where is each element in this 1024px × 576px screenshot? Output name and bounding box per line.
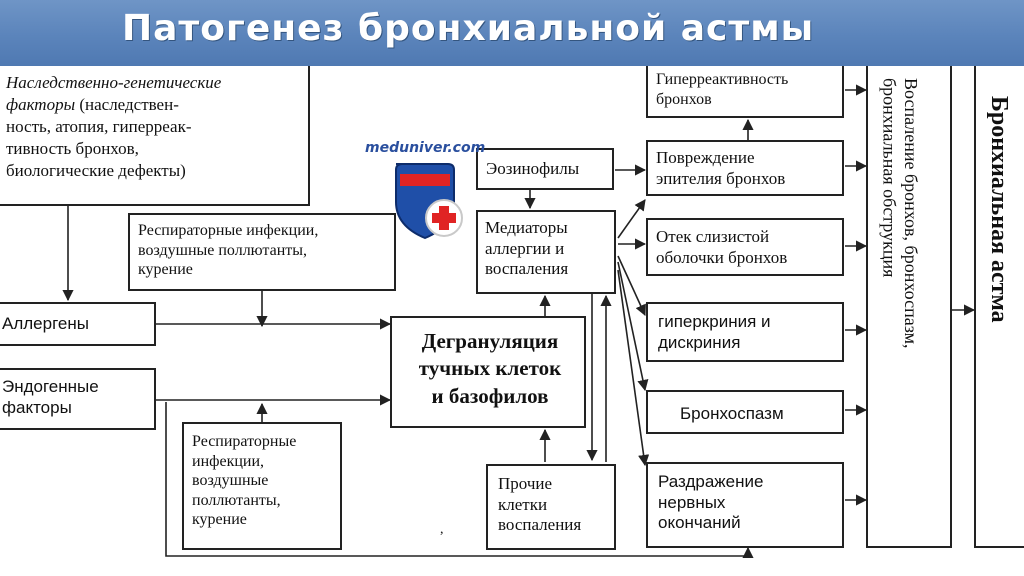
degranulation-label: Дегрануляция тучных клеток и базофилов [418,329,562,408]
nerve-irritation-label: Раздражение нервных окончаний [658,472,764,533]
arrow-med-hypercrinia [617,255,646,317]
asthma-label: Бронхиальная астма [985,96,1012,323]
other-cells-label: Прочие клетки воспаления [498,474,582,535]
mediators-label: Медиаторы аллергии и воспаления [485,218,569,279]
arrow-med-nerve [617,269,650,467]
asthma-box: Бронхиальная астма [974,66,1024,548]
arrow-loop-nerve [165,402,754,559]
endogenous-factors-box: Эндогенные факторы [0,368,156,430]
hypercrinia-label: гиперкриния и дискриния [658,312,771,352]
hereditary-factors-text: Наследственно-генетические факторы (насл… [6,72,221,182]
inflammation-summary-box: Воспаление бронхов, бронхоспазм, бронхиа… [866,66,952,548]
page-title: Патогенез бронхиальной астмы [122,8,815,49]
meduniver-logo-icon [395,163,463,240]
eosinophils-box: Эозинофилы [476,148,614,190]
bronchospasm-label: Бронхоспазм [680,404,784,423]
eosinophils-label: Эозинофилы [486,159,580,178]
resp-infections-bottom-label: Респираторные инфекции, воздушные поллют… [192,433,297,529]
endogenous-factors-label: Эндогенные факторы [2,377,99,417]
watermark-text: meduniver.com [365,140,486,156]
resp-infections-top-box: Респираторные инфекции, воздушные поллют… [128,213,396,291]
nerve-irritation-box: Раздражение нервных окончаний [646,462,844,548]
inflammation-summary-label: Воспаление бронхов, бронхоспазм, бронхиа… [879,78,922,349]
hyperreactivity-label: Гиперреактивность бронхов [656,71,789,108]
hypercrinia-box: гиперкриния и дискриния [646,302,844,362]
stray-mark: , [440,522,444,537]
hereditary-factors-italic: Наследственно-генетические факторы [6,73,222,115]
hyperreactivity-box: Гиперреактивность бронхов [646,66,844,118]
other-cells-box: Прочие клетки воспаления [486,464,616,550]
epithelium-damage-label: Повреждение эпителия бронхов [656,148,786,188]
resp-infections-top-label: Респираторные инфекции, воздушные поллют… [138,222,319,279]
title-banner: Патогенез бронхиальной астмы [0,0,1024,66]
hereditary-factors-rest: (наследствен- ность, атопия, гиперреак- … [6,95,192,181]
resp-infections-bottom-box: Респираторные инфекции, воздушные поллют… [182,422,342,550]
hereditary-factors-box: Наследственно-генетические факторы (насл… [0,66,310,206]
mediators-box: Медиаторы аллергии и воспаления [476,210,616,294]
mucosa-edema-box: Отек слизистой оболочки бронхов [646,218,844,276]
arrow-med-epithelium [617,199,646,239]
degranulation-box: Дегрануляция тучных клеток и базофилов [390,316,586,428]
mucosa-edema-label: Отек слизистой оболочки бронхов [656,227,788,267]
allergens-label: Аллергены [2,314,89,333]
epithelium-damage-box: Повреждение эпителия бронхов [646,140,844,196]
arrow-med-bronchospasm [617,261,649,392]
bronchospasm-box: Бронхоспазм [646,390,844,434]
allergens-box: Аллергены [0,302,156,346]
